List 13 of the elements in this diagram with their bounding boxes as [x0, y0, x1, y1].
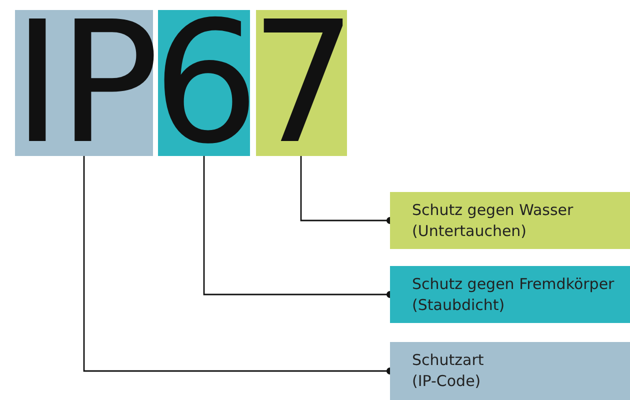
- label-box: [390, 192, 630, 249]
- code-box: [15, 10, 153, 156]
- label-text: (Untertauchen): [412, 220, 528, 242]
- code-box: [256, 10, 347, 156]
- label-box: [390, 266, 630, 323]
- label-text: Schutzart: [412, 350, 485, 371]
- label-text: Schutz gegen Fremdkörper: [412, 274, 616, 294]
- label-text: (IP-Code): [412, 371, 482, 392]
- label-text: (Staubdicht): [412, 294, 506, 316]
- code-character: IP: [12, 0, 156, 167]
- code-box: [158, 10, 250, 156]
- label-text: Schutz gegen Wasser: [412, 200, 574, 220]
- label-box: [390, 342, 630, 400]
